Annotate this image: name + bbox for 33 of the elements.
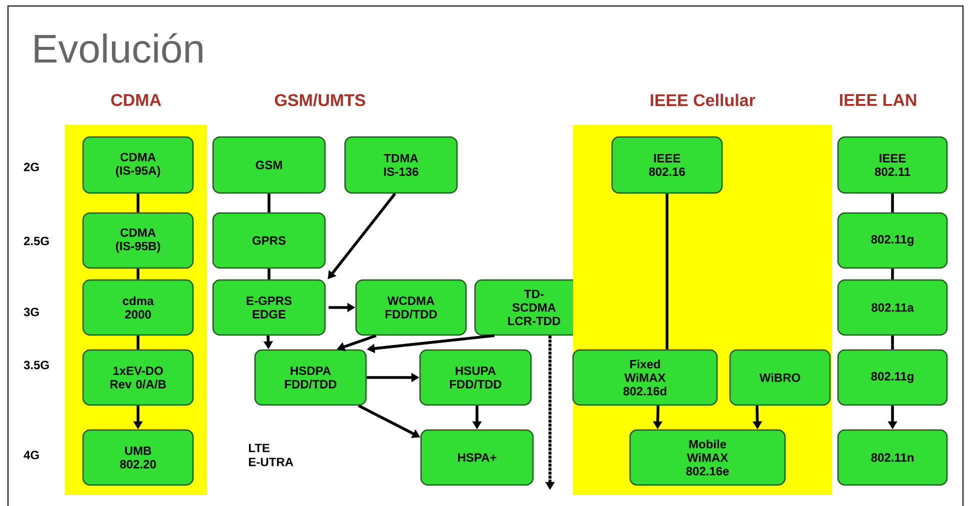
process-box: WiBRO bbox=[729, 349, 831, 406]
process-box: IEEE 802.16 bbox=[611, 136, 723, 194]
column-heading: CDMA bbox=[111, 94, 162, 106]
process-box: 802.11g bbox=[837, 349, 948, 406]
process-box: WCDMA FDD/TDD bbox=[355, 279, 467, 336]
generation-label: 2.5G bbox=[24, 236, 49, 246]
process-box: HSUPA FDD/TDD bbox=[419, 349, 532, 406]
process-box: 1xEV-DO Rev 0/A/B bbox=[82, 349, 194, 406]
column-heading: IEEE LAN bbox=[840, 94, 916, 106]
process-box: CDMA (IS-95B) bbox=[82, 212, 194, 269]
process-box: 802.11g bbox=[837, 212, 948, 269]
process-box: UMB 802.20 bbox=[82, 429, 194, 486]
title: Evolución bbox=[34, 33, 202, 63]
process-box: Mobile WiMAX 802.16e bbox=[629, 429, 786, 486]
process-box: Fixed WiMAX 802.16d bbox=[572, 349, 718, 406]
process-box: 802.11a bbox=[837, 279, 948, 336]
process-box: cdma 2000 bbox=[82, 279, 194, 336]
note: LTE E-UTRA bbox=[249, 444, 294, 466]
generation-label: 3G bbox=[24, 308, 39, 316]
process-box: IEEE 802.11 bbox=[837, 136, 948, 194]
process-box: GSM bbox=[212, 136, 326, 194]
process-box: 802.11n bbox=[837, 429, 948, 486]
process-box: HSPA+ bbox=[420, 429, 534, 486]
process-box: TDMA IS-136 bbox=[344, 136, 458, 194]
column-heading: GSM/UMTS bbox=[274, 94, 366, 106]
generation-label: 2G bbox=[24, 162, 39, 172]
process-box: HSDPA FDD/TDD bbox=[254, 349, 367, 406]
process-box: CDMA (IS-95A) bbox=[82, 136, 194, 194]
generation-label: 4G bbox=[24, 450, 39, 460]
process-box: E-GPRS EDGE bbox=[212, 279, 326, 336]
column-heading: IEEE Cellular bbox=[650, 94, 756, 106]
generation-label: 3.5G bbox=[24, 360, 49, 370]
process-box: GPRS bbox=[212, 212, 326, 269]
